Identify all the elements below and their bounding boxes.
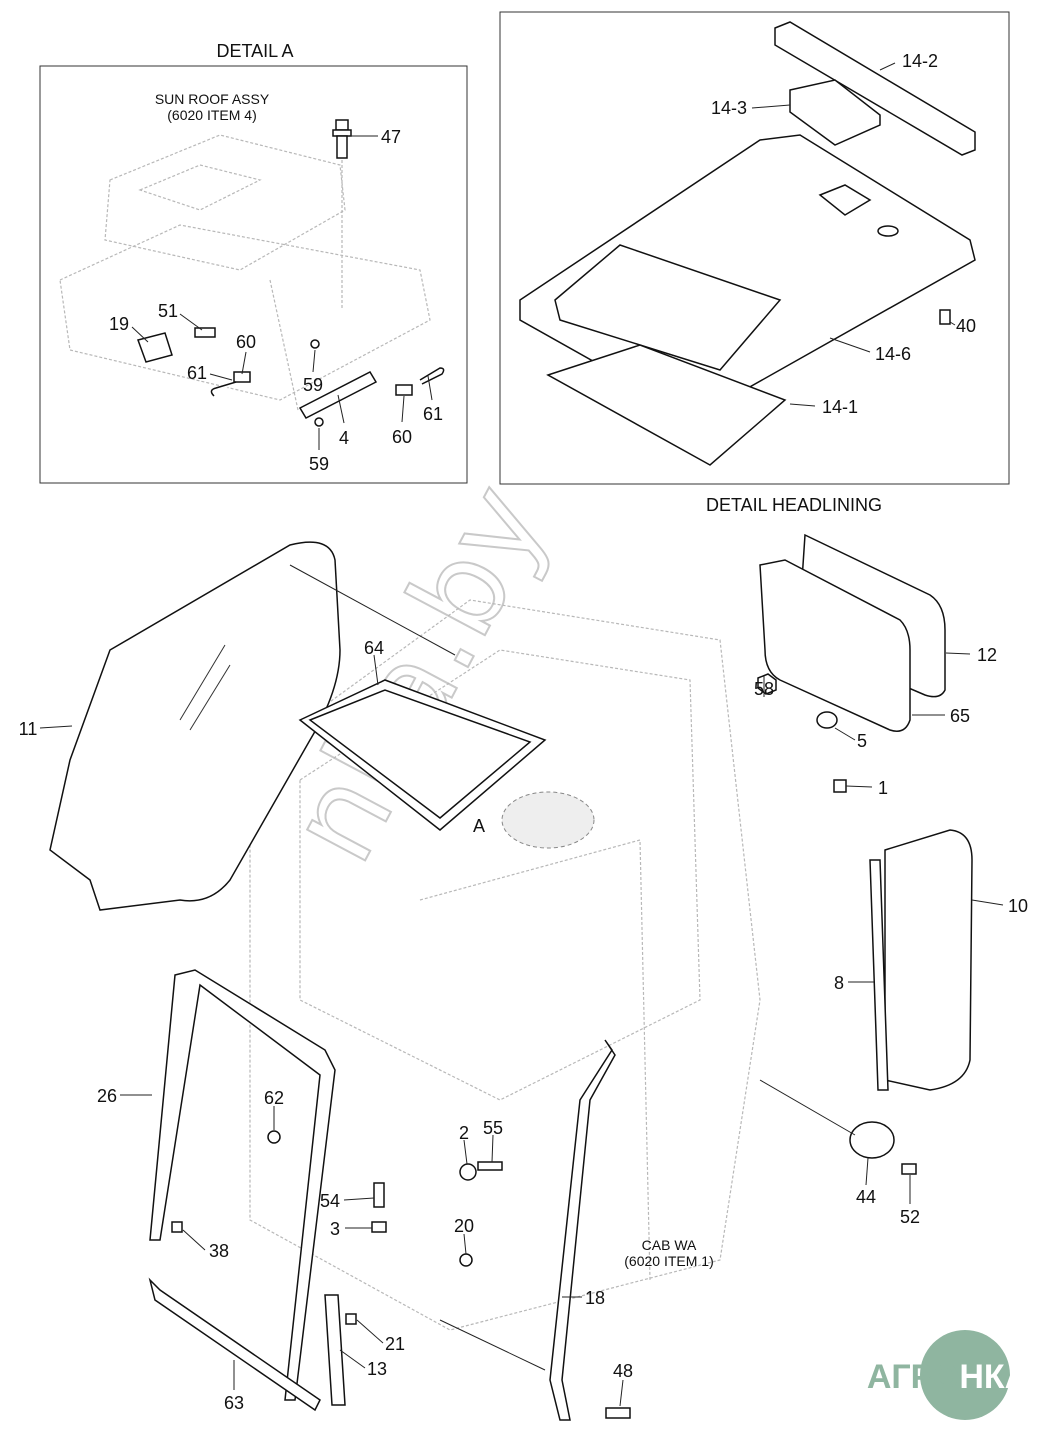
bolt-48 [605, 1407, 631, 1419]
callout-59: 59 [303, 375, 323, 395]
callout-60b: 60 [392, 427, 412, 447]
ring-5 [816, 711, 838, 729]
callout-18: 18 [585, 1288, 605, 1308]
pin-60b [395, 384, 413, 396]
callout-65: 65 [950, 706, 970, 726]
callout-3: 3 [330, 1219, 340, 1239]
callout-62: 62 [264, 1088, 284, 1108]
callout-61: 61 [187, 363, 207, 383]
callout-54: 54 [320, 1191, 340, 1211]
detail-a-title: DETAIL A [216, 41, 293, 61]
foam-strip-14-2 [774, 21, 976, 156]
callout-55: 55 [483, 1118, 503, 1138]
block-38 [171, 1221, 183, 1233]
sunroof-item-ref: (6020 ITEM 4) [167, 107, 256, 123]
door-seal-26 [149, 969, 336, 1401]
callout-14-1: 14-1 [822, 397, 858, 417]
bolt-55 [477, 1161, 503, 1171]
callout-13: 13 [367, 1359, 387, 1379]
callout-4: 4 [339, 428, 349, 448]
clip-61 [210, 381, 237, 397]
callout-61b: 61 [423, 404, 443, 424]
plug-20 [459, 1253, 473, 1267]
callout-1: 1 [878, 778, 888, 798]
callout-20: 20 [454, 1216, 474, 1236]
callout-8: 8 [834, 973, 844, 993]
foam-block-14-3 [789, 79, 881, 146]
clip-40 [939, 309, 951, 325]
callout-51: 51 [158, 301, 178, 321]
screw-54 [373, 1182, 385, 1208]
seal-8 [869, 859, 889, 1091]
callout-52: 52 [900, 1207, 920, 1227]
nut-3 [371, 1221, 387, 1233]
callout-38: 38 [209, 1241, 229, 1261]
callout-12: 12 [977, 645, 997, 665]
cab-item-ref: (6020 ITEM 1) [624, 1253, 713, 1269]
headlining-frame [499, 11, 1010, 485]
sunroof-frame-ghost [59, 224, 431, 401]
callout-11: 11 [19, 719, 38, 739]
block-21 [345, 1313, 357, 1325]
nut-62 [267, 1130, 281, 1144]
door-frame-63 [148, 1277, 321, 1412]
seal-65 [759, 559, 911, 732]
detail-a-marker [501, 791, 595, 849]
sunroof-caption: SUN ROOF ASSY [155, 91, 270, 107]
handrail-18 [549, 1039, 616, 1421]
plate-2 [459, 1163, 477, 1181]
callout-14-6: 14-6 [875, 344, 911, 364]
callout-64: 64 [364, 638, 384, 658]
callout-19: 19 [109, 314, 129, 334]
washer-59b [314, 417, 324, 427]
sunroof-ghost [104, 134, 346, 271]
callout-58: 58 [754, 679, 774, 699]
callout-26: 26 [97, 1086, 117, 1106]
logo-text: АГРОНКА [867, 1358, 1029, 1396]
bolt-52 [901, 1163, 917, 1175]
strip-13 [324, 1294, 346, 1406]
headlining-opening [554, 244, 782, 371]
nut-58 [757, 673, 777, 695]
windshield-11 [49, 541, 341, 911]
callout-14-3: 14-3 [711, 98, 747, 118]
bolt-1 [833, 779, 847, 793]
seal-14-1 [546, 344, 787, 466]
callout-44: 44 [856, 1187, 876, 1207]
washer-59 [310, 339, 320, 349]
clip-61b [419, 367, 445, 385]
headlining-lamp-hole [818, 184, 872, 216]
detail-a-marker-label: A [473, 816, 485, 836]
callout-40: 40 [956, 316, 976, 336]
callout-47: 47 [381, 127, 401, 147]
detail-a-frame [39, 65, 468, 484]
callout-10: 10 [1008, 896, 1028, 916]
callout-2: 2 [459, 1123, 469, 1143]
cover-44 [849, 1121, 895, 1159]
detail-headlining-panel: 14-2 14-3 40 14-6 14-1 DETAIL HEADLINING [499, 11, 1010, 515]
callout-59b: 59 [309, 454, 329, 474]
bolt-47 [332, 119, 352, 159]
agronka-logo: АГРОНКА [867, 1330, 1029, 1420]
bolt-51 [194, 327, 216, 338]
detail-a-panel: DETAIL A SUN ROOF ASSY (6020 ITEM 4) 47 … [39, 41, 468, 484]
cab-caption: CAB WA [642, 1237, 697, 1253]
callout-14-2: 14-2 [902, 51, 938, 71]
callout-60: 60 [236, 332, 256, 352]
callout-5: 5 [857, 731, 867, 751]
window-10 [884, 829, 973, 1091]
callout-48: 48 [613, 1361, 633, 1381]
headlining-title: DETAIL HEADLINING [706, 495, 882, 515]
callout-63: 63 [224, 1393, 244, 1413]
cab-assembly: 11 64 12 58 65 5 1 A 10 8 26 62 2 55 54 … [19, 533, 1028, 1421]
callout-21: 21 [385, 1334, 405, 1354]
